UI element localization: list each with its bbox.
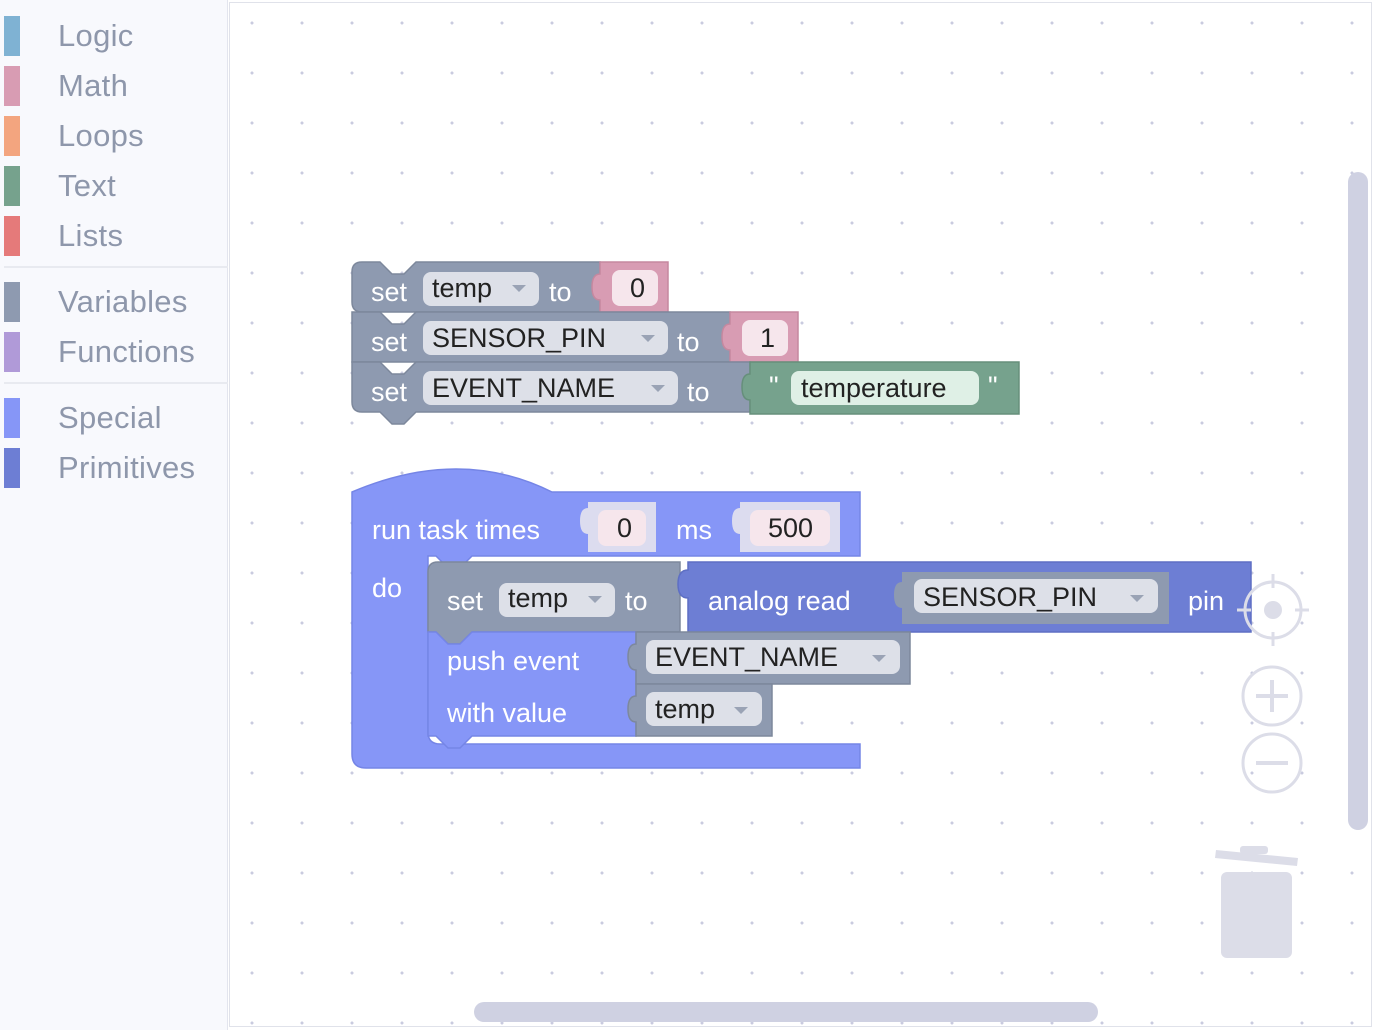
dropdown-arrow-icon [641,335,655,342]
toolbox-separator [4,266,228,268]
dropdown-arrow-icon [588,596,602,603]
category-label: Loops [58,118,144,153]
plus-icon[interactable] [1241,665,1303,727]
dropdown-value[interactable]: temp [655,694,715,724]
kw-to: to [687,377,710,407]
category-color-swatch [4,282,20,322]
dropdown-arrow-icon [1130,595,1144,602]
variable-dropdown-temp[interactable]: temp [499,583,615,617]
run-task-label: run task times [372,515,540,545]
push-event-label: push event [447,646,580,676]
kw-set: set [371,277,408,307]
category-color-swatch [4,166,20,206]
dropdown-arrow-icon [734,707,748,714]
variable-dropdown-event-name[interactable]: EVENT_NAME [423,371,678,405]
variable-block-event-name[interactable]: EVENT_NAME [627,631,911,685]
category-color-swatch [4,216,20,256]
category-label: Special [58,400,162,435]
category-special[interactable]: Special [0,394,228,440]
number-value[interactable]: 0 [630,273,645,303]
do-label: do [372,573,402,603]
dropdown-arrow-icon [512,285,526,292]
category-variables[interactable]: Variables [0,278,228,324]
horizontal-scrollbar[interactable] [474,1002,1098,1022]
number-input-times[interactable]: 0 [580,502,656,552]
variable-dropdown-sensor-pin[interactable]: SENSOR_PIN [914,579,1158,613]
category-label: Lists [58,218,124,253]
dropdown-value: SENSOR_PIN [432,323,606,353]
vertical-scrollbar[interactable] [1348,172,1368,830]
variable-block-temp[interactable]: temp [627,683,773,737]
set-sensor-pin-block[interactable]: set SENSOR_PIN to [351,311,731,363]
number-input-ms[interactable]: 500 [732,502,840,552]
category-color-swatch [4,448,20,488]
category-label: Math [58,68,129,103]
category-color-swatch [4,66,20,106]
category-color-swatch [4,16,20,56]
text-value[interactable]: temperature [801,373,947,403]
category-logic[interactable]: Logic [0,12,228,58]
category-label: Variables [58,284,188,319]
category-functions[interactable]: Functions [0,328,228,374]
category-lists[interactable]: Lists [0,212,228,258]
category-primitives[interactable]: Primitives [0,444,228,490]
toolbox: Logic Math Loops Text Lists Variables Fu… [0,0,228,1030]
ms-label: ms [676,515,712,545]
kw-to: to [625,586,648,616]
category-color-swatch [4,398,20,438]
dropdown-arrow-icon [651,385,665,392]
inner-set-temp-block[interactable]: set temp to [427,561,681,645]
variable-dropdown-temp[interactable]: temp [423,272,539,306]
category-color-swatch [4,116,20,156]
kw-to: to [549,277,572,307]
push-event-block[interactable]: push event with value [427,631,637,749]
kw-set: set [371,377,408,407]
quote-close: " [988,371,998,401]
category-math[interactable]: Math [0,62,228,108]
minus-icon[interactable] [1241,732,1303,794]
category-label: Primitives [58,450,196,485]
category-loops[interactable]: Loops [0,112,228,158]
kw-to: to [677,327,700,357]
dropdown-value[interactable]: EVENT_NAME [655,642,838,672]
quote-open: " [769,371,779,401]
ms-value[interactable]: 500 [768,513,813,543]
dropdown-value: EVENT_NAME [432,373,615,403]
kw-set: set [371,327,408,357]
dropdown-value: temp [508,583,568,613]
run-task-block[interactable]: run task times 0 ms 500 do [351,468,861,769]
number-value[interactable]: 1 [760,323,775,353]
analog-read-label: analog read [708,586,851,616]
dropdown-value: temp [432,273,492,303]
analog-read-block[interactable]: analog read SENSOR_PIN pin [677,561,1252,633]
category-color-swatch [4,332,20,372]
set-event-name-block[interactable]: set EVENT_NAME to [351,361,751,425]
crosshair-icon[interactable] [1237,574,1309,646]
category-label: Logic [58,18,134,53]
set-temp-block[interactable]: set temp to [351,261,601,313]
category-text[interactable]: Text [0,162,228,208]
number-block-0[interactable]: 0 [591,261,669,313]
trash-icon[interactable] [1215,846,1298,958]
text-block-temperature[interactable]: " temperature " [741,361,1020,415]
category-label: Text [58,168,117,203]
variable-dropdown-sensor-pin[interactable]: SENSOR_PIN [423,321,668,355]
pin-label: pin [1188,586,1224,616]
category-label: Functions [58,334,196,369]
with-value-label: with value [446,698,567,728]
dropdown-arrow-icon [872,655,886,662]
times-value[interactable]: 0 [617,513,632,543]
toolbox-separator [4,382,228,384]
number-block-1[interactable]: 1 [721,311,799,363]
kw-set: set [447,586,484,616]
dropdown-value: SENSOR_PIN [923,582,1097,612]
